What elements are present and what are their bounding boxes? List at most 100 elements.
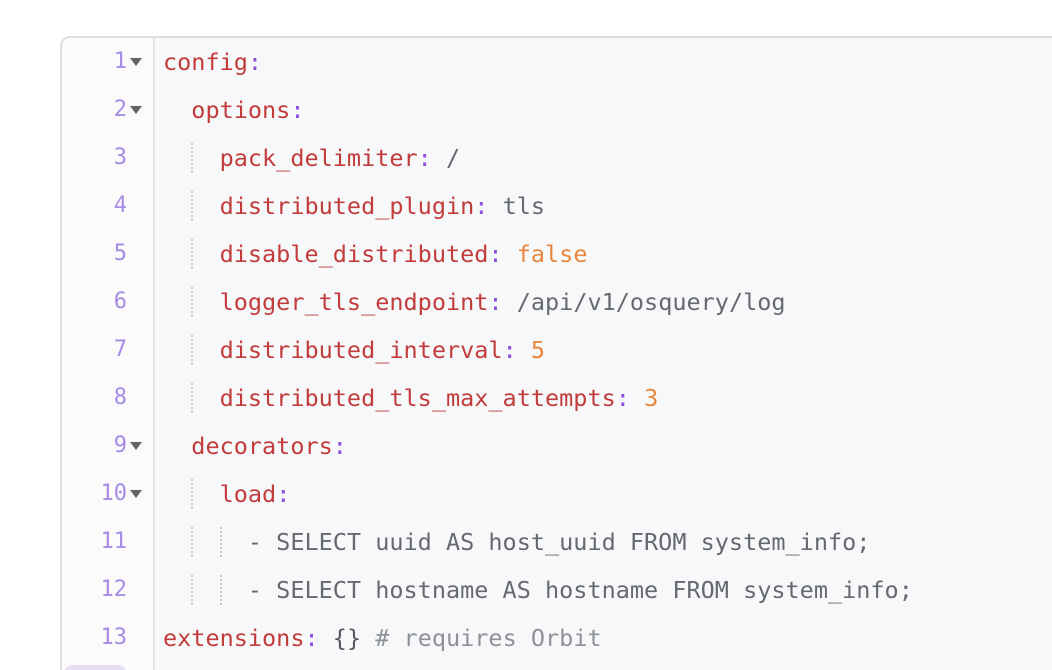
token-key: load [219,480,277,508]
code-line: 5 disable_distributed: false [62,230,1052,278]
gutter-cell[interactable]: 10 [62,470,153,518]
code-line-content[interactable]: options: [155,86,1052,134]
token-key: distributed_tls_max_attempts [219,384,616,412]
fold-toggle-icon[interactable] [130,442,142,450]
fold-toggle-icon[interactable] [130,58,142,66]
indent-guide [191,479,194,509]
gutter-cell[interactable]: 6 [62,278,153,326]
code-line: 7 distributed_interval: 5 [62,326,1052,374]
line-number: 5 [113,241,127,266]
code-line-content[interactable]: decorators: [155,422,1052,470]
gutter-cell[interactable]: 1 [62,38,153,86]
gutter-cell[interactable]: 11 [62,518,153,566]
indent-guide [219,527,222,557]
line-number: 1 [113,49,127,74]
token-plain: /api/v1/osquery/log [502,288,786,316]
gutter-cell[interactable]: 2 [62,86,153,134]
indent-guide [191,575,194,605]
token-plain: - SELECT hostname AS hostname FROM syste… [163,576,913,604]
token-punct: : [290,96,305,124]
line-number: 10 [100,481,128,506]
token-punct: : [474,192,489,220]
line-number: 2 [113,97,127,122]
indent-guide [191,335,194,365]
code-line-content[interactable]: distributed_interval: 5 [155,326,1052,374]
token-key: distributed_plugin [219,192,475,220]
token-brace: {} [332,624,362,652]
token-plain [319,614,333,662]
line-number: 6 [113,289,127,314]
token-plain [630,374,644,422]
token-key: logger_tls_endpoint [219,288,489,316]
code-line-content[interactable]: load: [155,470,1052,518]
line-number: 3 [113,145,127,170]
token-plain [503,230,517,278]
indent-guide [219,575,222,605]
fold-arrow-slot [127,442,153,450]
fold-toggle-icon[interactable] [130,490,142,498]
code-line-active[interactable] [62,662,1052,670]
code-line-content[interactable]: disable_distributed: false [155,230,1052,278]
token-plain [517,326,531,374]
token-key: disable_distributed [219,240,489,268]
code-line: 2 options: [62,86,1052,134]
gutter-cell[interactable]: 7 [62,326,153,374]
token-key: config [163,48,248,76]
gutter-cell[interactable]: 3 [62,134,153,182]
gutter-cell[interactable]: 5 [62,230,153,278]
token-punct: : [488,240,503,268]
token-punct: : [502,336,517,364]
indent-guide [191,527,194,557]
gutter-cell[interactable]: 8 [62,374,153,422]
fold-toggle-icon[interactable] [130,106,142,114]
code-line-content[interactable]: - SELECT hostname AS hostname FROM syste… [155,566,1052,614]
fold-arrow-slot [127,58,153,66]
code-line-content[interactable]: distributed_plugin: tls [155,182,1052,230]
token-key: extensions [163,624,305,652]
fold-arrow-slot [127,490,153,498]
token-punct: : [332,432,347,460]
indent-guide [191,191,194,221]
token-plain: tls [488,192,546,220]
token-plain [361,614,375,662]
code-line: 10 load: [62,470,1052,518]
code-line-content[interactable]: - SELECT uuid AS host_uuid FROM system_i… [155,518,1052,566]
indent-guide [191,143,194,173]
gutter-cell[interactable]: 12 [62,566,153,614]
line-number-gutter [62,38,155,670]
token-num: 3 [644,384,659,412]
active-line-gutter-highlight [64,665,126,670]
token-plain: - SELECT uuid AS host_uuid FROM system_i… [163,528,871,556]
code-line: 11 - SELECT uuid AS host_uuid FROM syste… [62,518,1052,566]
line-number: 9 [113,433,127,458]
line-number: 11 [100,529,128,554]
indent-guide [191,383,194,413]
code-line: 12 - SELECT hostname AS hostname FROM sy… [62,566,1052,614]
gutter-cell[interactable]: 9 [62,422,153,470]
code-line-content[interactable]: logger_tls_endpoint: /api/v1/osquery/log [155,278,1052,326]
code-line: 6 logger_tls_endpoint: /api/v1/osquery/l… [62,278,1052,326]
code-line: 4 distributed_plugin: tls [62,182,1052,230]
token-punct: : [488,288,503,316]
code-line-content[interactable]: distributed_tls_max_attempts: 3 [155,374,1052,422]
gutter-cell[interactable]: 13 [62,614,153,662]
token-punct: : [247,48,263,76]
gutter-cell[interactable] [62,662,153,670]
token-key: decorators [191,432,333,460]
code-line-content[interactable]: extensions: {} # requires Orbit [155,614,1052,662]
token-plain: / [431,144,461,172]
code-line-content[interactable]: config: [155,38,1052,86]
indent-guide [191,239,194,269]
line-number: 7 [113,337,127,362]
token-punct: : [276,480,291,508]
token-num: false [516,240,588,268]
indent-guide [191,287,194,317]
code-line-content[interactable]: pack_delimiter: / [155,134,1052,182]
line-number: 4 [113,193,127,218]
gutter-cell[interactable]: 4 [62,182,153,230]
token-punct: : [417,144,432,172]
token-key: pack_delimiter [219,144,418,172]
